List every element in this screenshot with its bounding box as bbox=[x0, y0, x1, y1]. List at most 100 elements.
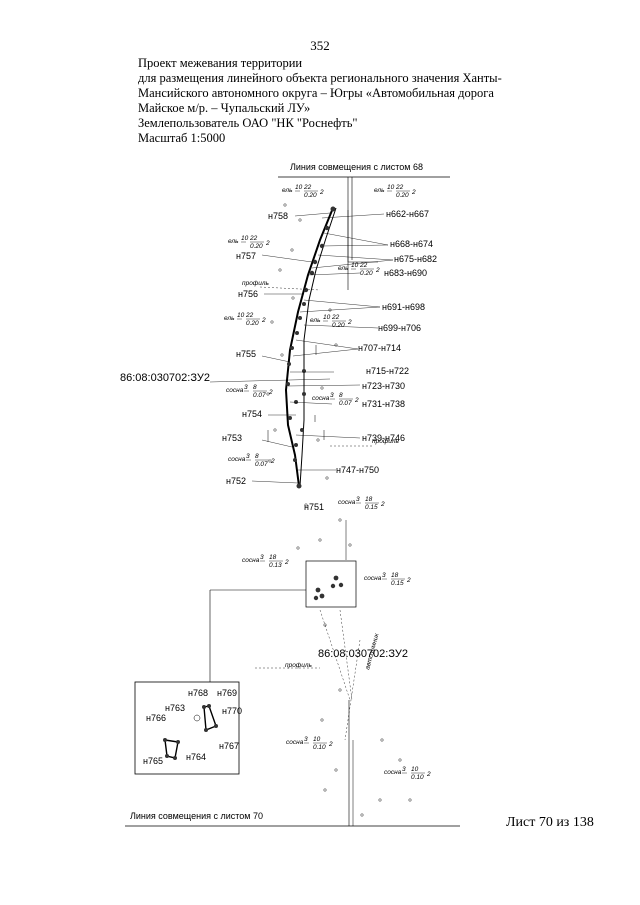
point-label: н756 bbox=[238, 289, 258, 299]
svg-text:0.07: 0.07 bbox=[253, 392, 266, 399]
svg-text:3: 3 bbox=[246, 453, 250, 460]
svg-text:сосна: сосна bbox=[286, 739, 304, 746]
point-range-label: н691-н698 bbox=[382, 302, 425, 312]
svg-text:22: 22 bbox=[245, 312, 254, 319]
bottom-junction-label: Линия совмещения с листом 70 bbox=[130, 811, 263, 821]
svg-text:0.20: 0.20 bbox=[360, 270, 373, 277]
svg-text:0.07: 0.07 bbox=[255, 461, 268, 468]
svg-text:8: 8 bbox=[253, 384, 257, 391]
svg-text:18: 18 bbox=[269, 554, 277, 561]
svg-text:2: 2 bbox=[375, 267, 380, 274]
svg-text:2: 2 bbox=[284, 559, 289, 566]
corridor-line bbox=[284, 207, 334, 487]
svg-text:ель: ель bbox=[374, 187, 385, 194]
svg-text:3: 3 bbox=[304, 736, 308, 743]
svg-text:2: 2 bbox=[426, 771, 431, 778]
svg-text:ель: ель bbox=[338, 265, 349, 272]
inset-frame bbox=[134, 681, 240, 775]
svg-text:8: 8 bbox=[339, 392, 343, 399]
top-junction-label: Линия совмещения с листом 68 bbox=[290, 162, 423, 172]
point-range-label: н683-н690 bbox=[384, 268, 427, 278]
svg-text:3: 3 bbox=[356, 496, 360, 503]
svg-text:18: 18 bbox=[365, 496, 373, 503]
point-range-label: н662-н667 bbox=[386, 209, 429, 219]
svg-text:3: 3 bbox=[260, 554, 264, 561]
inset-point-label: н769 bbox=[217, 688, 237, 698]
svg-text:3: 3 bbox=[244, 384, 248, 391]
svg-text:10: 10 bbox=[241, 235, 249, 242]
svg-text:0.20: 0.20 bbox=[246, 320, 259, 327]
profile-label: профиль bbox=[372, 438, 400, 445]
svg-text:0.15: 0.15 bbox=[391, 580, 404, 587]
svg-text:18: 18 bbox=[391, 572, 399, 579]
svg-text:22: 22 bbox=[395, 184, 404, 191]
svg-text:22: 22 bbox=[303, 184, 312, 191]
profile-label: профиль bbox=[242, 280, 270, 287]
point-range-label: н731-н738 bbox=[362, 399, 405, 409]
svg-text:3: 3 bbox=[382, 572, 386, 579]
svg-text:сосна: сосна bbox=[226, 387, 244, 394]
svg-text:2: 2 bbox=[319, 189, 324, 196]
point-label: н754 bbox=[242, 409, 262, 419]
zone-points bbox=[313, 575, 344, 601]
point-range-label: н723-н730 bbox=[362, 381, 405, 391]
svg-text:2: 2 bbox=[265, 240, 270, 247]
point-label: н757 bbox=[236, 251, 256, 261]
inset-point-label: н765 bbox=[143, 756, 163, 766]
inset-marker bbox=[193, 714, 201, 722]
svg-text:0.20: 0.20 bbox=[332, 322, 345, 329]
strip-outline bbox=[347, 210, 378, 263]
svg-text:10: 10 bbox=[237, 312, 245, 319]
leader-lines bbox=[209, 212, 394, 484]
point-label: н752 bbox=[226, 476, 246, 486]
zone-rectangle bbox=[305, 560, 357, 608]
svg-text:10: 10 bbox=[387, 184, 395, 191]
boundary-points bbox=[286, 206, 336, 489]
svg-text:сосна: сосна bbox=[228, 456, 246, 463]
svg-text:3: 3 bbox=[330, 392, 334, 399]
svg-text:10: 10 bbox=[411, 766, 419, 773]
svg-text:3: 3 bbox=[402, 766, 406, 773]
parcel-label: 86:08:030702:ЗУ2 bbox=[318, 648, 408, 660]
inset-point-label: н764 bbox=[186, 752, 206, 762]
svg-text:10: 10 bbox=[295, 184, 303, 191]
point-range-label: н675-н682 bbox=[394, 254, 437, 264]
svg-text:0.20: 0.20 bbox=[304, 192, 317, 199]
header-line: Проект межевания территории bbox=[138, 56, 303, 70]
header-line: Майское м/р. – Чупальский ЛУ» bbox=[138, 101, 311, 115]
point-label: н753 bbox=[222, 433, 242, 443]
inset-point-label: н768 bbox=[188, 688, 208, 698]
tree-ticks bbox=[267, 345, 325, 442]
svg-text:2: 2 bbox=[261, 317, 266, 324]
point-range-label: н715-н722 bbox=[366, 366, 409, 376]
sheet-number: Лист 70 из 138 bbox=[506, 815, 594, 830]
page-number: 352 bbox=[310, 38, 330, 53]
svg-text:2: 2 bbox=[328, 741, 333, 748]
svg-text:0.13: 0.13 bbox=[269, 562, 282, 569]
svg-text:22: 22 bbox=[249, 235, 258, 242]
document-header: Проект межевания территории для размещен… bbox=[138, 56, 528, 146]
inset-point-label: н770 bbox=[222, 706, 242, 716]
svg-text:22: 22 bbox=[359, 262, 368, 269]
parcel-label: 86:08:030702:ЗУ2 bbox=[120, 372, 210, 384]
svg-text:ель: ель bbox=[224, 315, 235, 322]
svg-text:22: 22 bbox=[331, 314, 340, 321]
svg-text:ель: ель bbox=[282, 187, 293, 194]
svg-text:сосна: сосна bbox=[384, 769, 402, 776]
header-line: Масштаб 1:5000 bbox=[138, 131, 226, 145]
svg-text:2: 2 bbox=[270, 458, 275, 465]
svg-text:0.10: 0.10 bbox=[313, 744, 326, 751]
profile-label: профиль bbox=[285, 662, 313, 669]
